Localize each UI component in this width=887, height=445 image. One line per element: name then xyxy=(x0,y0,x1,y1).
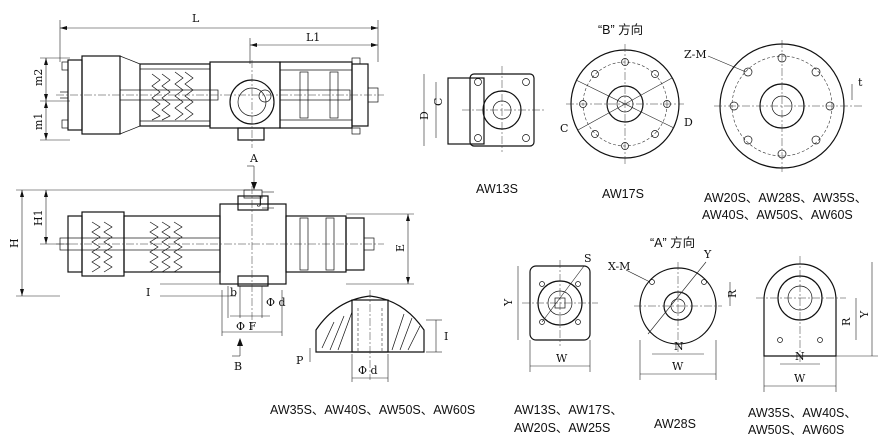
aw13s-dim-C-label: C xyxy=(432,98,445,106)
caption-aw20s-line2: AW40S、AW50S、AW60S xyxy=(702,208,853,222)
dim-m2-label: m2 xyxy=(32,69,45,86)
dim-L-label: L xyxy=(192,12,200,25)
aw13s-flange-view: C D xyxy=(418,66,544,152)
aw17s-dim-C-label: C xyxy=(560,122,568,135)
section-dim-phi-d-label: Φ d xyxy=(358,364,378,377)
aw28s-dim-W-label: W xyxy=(672,360,684,373)
caption-aw35s-line2: AW50S、AW60S xyxy=(748,423,844,437)
aw35s-dim-N-label: N xyxy=(795,350,805,363)
a-view-title: “A” 方向 xyxy=(650,235,695,250)
section-dim-I-label: I xyxy=(444,330,448,343)
dim-H1-label: H1 xyxy=(32,209,45,226)
caption-aw20s-line1: AW20S、AW28S、AW35S、 xyxy=(704,191,867,205)
caption-aw28s: AW28S xyxy=(654,417,696,431)
dim-J-label: J xyxy=(257,194,262,207)
coupling-section-view: I P Φ d xyxy=(296,290,448,382)
dim-H-label: H xyxy=(8,238,21,248)
aw13s-dim-W-label: W xyxy=(556,352,568,365)
dim-b-label: b xyxy=(230,286,237,299)
aw28s-dim-R-label: R xyxy=(726,289,739,298)
actuator-front-view: L L1 m2 m1 xyxy=(32,12,384,148)
view-A-marker: A xyxy=(249,152,259,165)
aw13s-dim-S-label: S xyxy=(584,252,592,265)
caption-aw35s-line1: AW35S、AW40S、 xyxy=(748,406,857,420)
caption-aw17s: AW17S xyxy=(602,187,644,201)
aw35s-bottom-view: R Y N W xyxy=(756,256,878,392)
dim-phi-F-label: Φ F xyxy=(236,320,257,333)
aw28s-bottom-view: Y X-M R N W xyxy=(608,248,739,380)
section-hatching xyxy=(321,311,421,351)
section-dim-P-label: P xyxy=(296,354,304,367)
aw17s-dim-D-label: D xyxy=(684,116,693,129)
aw13s-bottom-view: S Y W xyxy=(502,252,598,372)
actuator-top-view: H H1 A J xyxy=(8,152,414,373)
aw13s-dim-Y-label: Y xyxy=(502,298,515,307)
aw35s-dim-R-label: R xyxy=(840,317,853,326)
view-B-marker: B xyxy=(234,360,242,373)
aw28s-dim-Y-label: Y xyxy=(703,248,712,261)
dim-I-label: I xyxy=(146,286,150,299)
dim-phi-d-label: Φ d xyxy=(266,296,286,309)
caption-aw13s-line2: AW20S、AW25S xyxy=(514,421,610,435)
dim-E-label: E xyxy=(394,244,407,252)
aw13s-dim-D-label: D xyxy=(418,111,431,120)
dim-L1-label: L1 xyxy=(306,31,320,44)
aw20s-dim-ZM-label: Z-M xyxy=(684,48,707,61)
aw20s-flange-view: Z-M t xyxy=(684,40,863,172)
aw17s-flange-view: C D xyxy=(560,44,693,164)
aw20s-dim-t-label: t xyxy=(858,76,863,89)
aw28s-dim-XM-label: X-M xyxy=(608,260,630,273)
aw35s-dim-W-label: W xyxy=(794,372,806,385)
caption-aw35s-section: AW35S、AW40S、AW50S、AW60S xyxy=(270,403,475,417)
aw28s-dim-N-label: N xyxy=(674,340,684,353)
dim-m1-label: m1 xyxy=(32,113,45,130)
spring-right xyxy=(91,221,183,273)
caption-aw13s: AW13S xyxy=(476,182,518,196)
aw35s-dim-Y-label: Y xyxy=(858,310,871,319)
caption-aw13s-line1: AW13S、AW17S、 xyxy=(514,403,623,417)
spring-left xyxy=(151,71,194,121)
b-view-title: “B” 方向 xyxy=(598,22,643,37)
